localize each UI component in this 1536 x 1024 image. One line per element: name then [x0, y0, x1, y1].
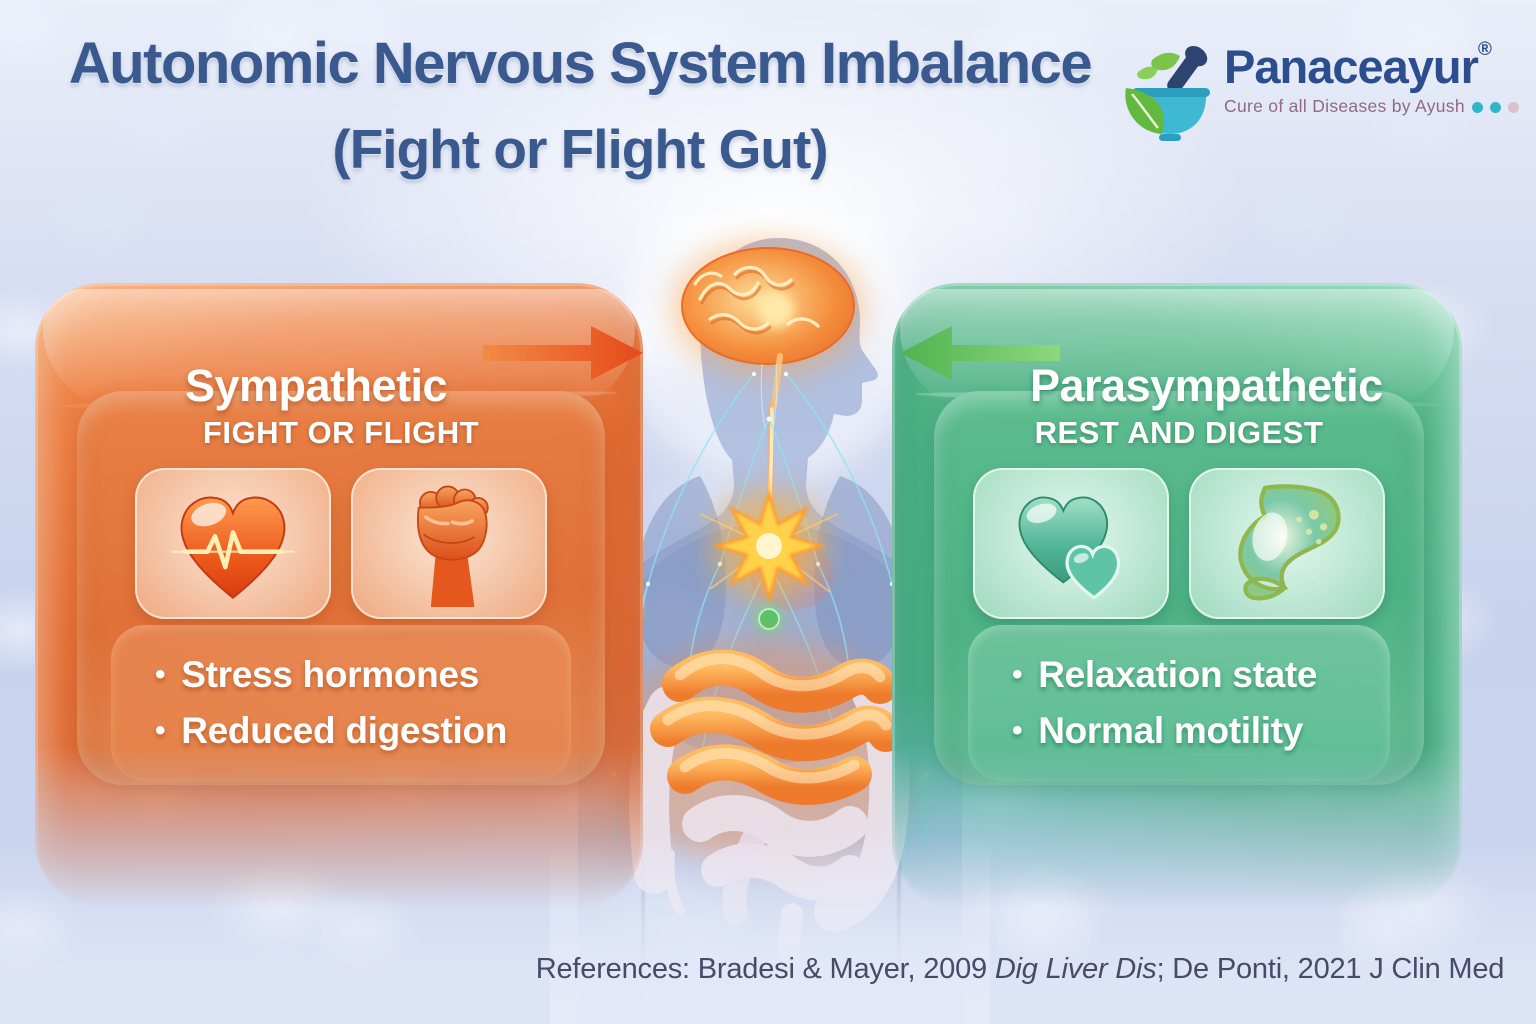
mortar-pestle-icon — [1125, 45, 1210, 141]
bullet-text: Normal motility — [1038, 710, 1304, 751]
tagline-dot-2 — [1489, 102, 1501, 113]
bullet-item: • Reduced digestion — [155, 710, 571, 752]
lungs — [635, 476, 905, 668]
tagline-dot-3 — [1507, 102, 1519, 113]
tile-hearts — [973, 468, 1169, 619]
bullet-text: Reduced digestion — [181, 710, 508, 751]
arrow-left-icon — [900, 326, 1060, 380]
sympathetic-bullets: • Stress hormones • Reduced digestion — [111, 625, 571, 781]
brand-tagline: Cure of all Diseases by Ayush — [1224, 96, 1465, 116]
mortar-foot — [1159, 134, 1181, 141]
logo-small-leaves — [1137, 52, 1180, 80]
sympathetic-panel: Sympathetic FIGHT OR FLIGHT — [35, 283, 643, 908]
registered-mark: ® — [1477, 39, 1492, 60]
clenched-fist-icon — [416, 485, 489, 607]
tile-heartbeat — [135, 468, 331, 619]
bullet-item: • Normal motility — [1012, 710, 1390, 752]
solar-plexus-glow — [699, 476, 839, 604]
tile-stomach — [1189, 468, 1385, 619]
references-prefix: References: — [535, 953, 698, 985]
bullet-dot: • — [155, 658, 166, 691]
title-subtitle: (Fight or Flight Gut) — [332, 117, 828, 180]
stomach-icon — [1238, 483, 1341, 600]
logo-pestle — [1167, 45, 1208, 94]
references-text: References: Bradesi & Mayer, 2009 Dig Li… — [520, 953, 1520, 986]
brand-name: Panaceayur® — [1224, 39, 1492, 93]
bullet-item: • Relaxation state — [1012, 654, 1390, 696]
journal-1: Dig Liver Dis — [994, 953, 1157, 985]
citation-separator: ; De Ponti, 2021 — [1156, 953, 1370, 985]
bullet-dot: • — [155, 714, 166, 747]
arrow-right-icon — [483, 326, 643, 380]
citation-1: Bradesi & Mayer, 2009 — [697, 953, 995, 985]
parasympathetic-mode-label: REST AND DIGEST — [1034, 415, 1324, 450]
sympathetic-mode-label: FIGHT OR FLIGHT — [202, 415, 480, 450]
mortar-rim — [1132, 88, 1210, 97]
bullet-dot: • — [1012, 658, 1023, 691]
parasympathetic-panel: Parasympathetic REST AND DIGEST — [892, 283, 1462, 908]
intestines — [613, 639, 917, 965]
bullet-item: • Stress hormones — [155, 654, 571, 696]
bullet-text: Stress hormones — [181, 654, 479, 695]
parasympathetic-bullets: • Relaxation state • Normal motility — [968, 625, 1390, 781]
bullet-dot: • — [1012, 714, 1023, 747]
brain-glow-icon — [672, 240, 864, 409]
tile-fist — [351, 468, 547, 619]
vagal-node — [753, 603, 785, 635]
sympathetic-card: FIGHT OR FLIGHT — [77, 391, 605, 785]
twin-hearts-icon — [1018, 496, 1121, 600]
bullet-text: Relaxation state — [1038, 654, 1318, 695]
page-title: Autonomic Nervous System Imbalance (Figh… — [0, 31, 1160, 181]
title-main: Autonomic Nervous System Imbalance — [68, 31, 1093, 96]
human-anatomy-illustration — [550, 214, 990, 1024]
sympathetic-heading: Sympathetic — [185, 360, 448, 412]
parasympathetic-card: REST AND DIGEST — [934, 391, 1424, 785]
tagline-dot-1 — [1471, 102, 1483, 113]
heartbeat-heart-icon — [171, 496, 295, 599]
journal-2: J Clin Med — [1369, 953, 1505, 985]
parasympathetic-heading: Parasympathetic — [1030, 360, 1383, 412]
